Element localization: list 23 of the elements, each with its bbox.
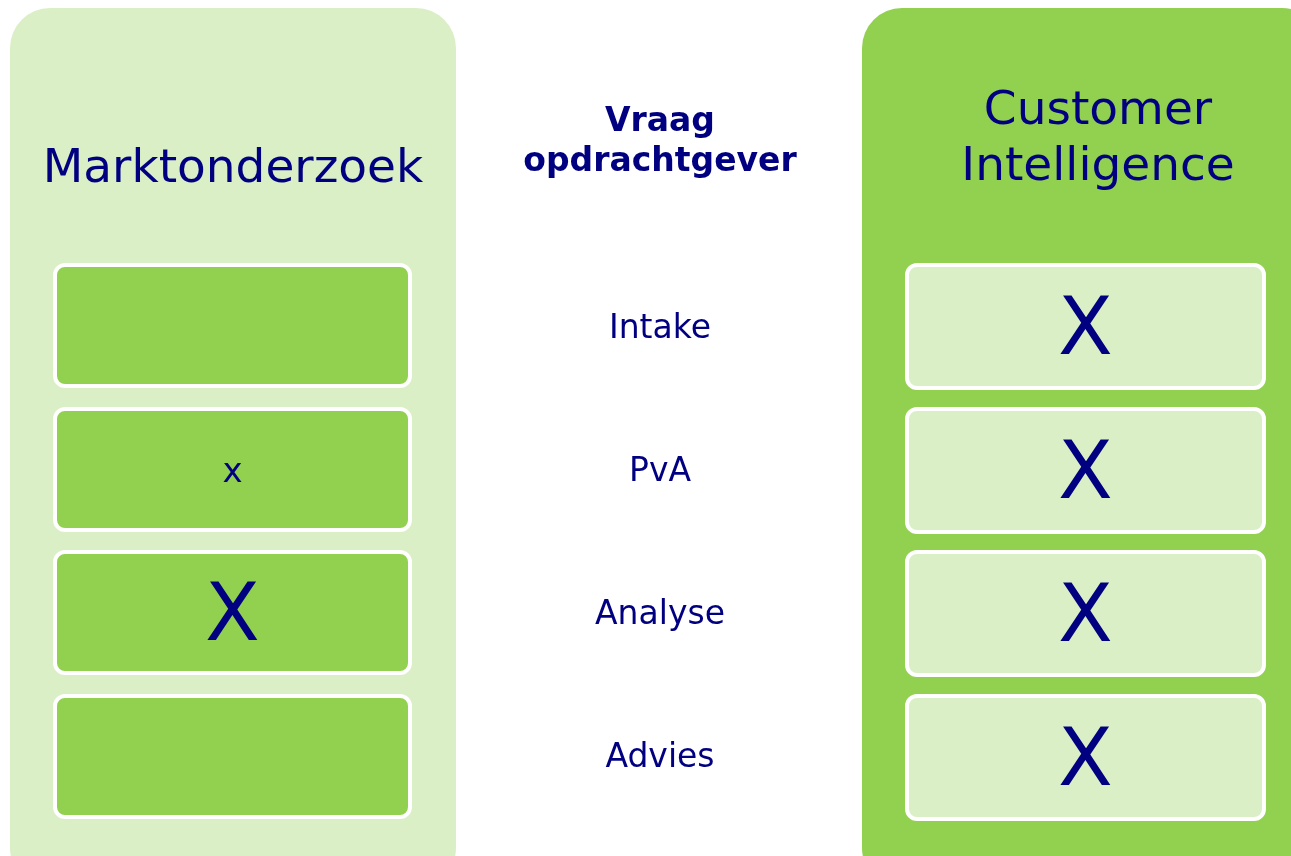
- row-label: PvA: [628, 450, 692, 490]
- empty-cell: [53, 263, 412, 388]
- row-label: Analyse: [594, 593, 726, 633]
- empty-cell: [53, 694, 412, 819]
- check-mark: X: [1058, 430, 1113, 511]
- check-mark: X: [1058, 286, 1113, 367]
- check-mark: X: [1058, 573, 1113, 654]
- rating-cell: [905, 263, 1266, 390]
- column-panel: [862, 8, 1291, 856]
- rating-cell: [905, 407, 1266, 534]
- column-panel: [10, 8, 456, 856]
- check-mark: X: [1058, 717, 1113, 798]
- column-heading: Vraag opdrachtgever: [522, 100, 798, 180]
- column-heading: Marktonderzoek: [42, 138, 424, 194]
- rating-cell: [905, 550, 1266, 677]
- column-heading: Customer Intelligence: [960, 80, 1236, 192]
- rating-cell: [53, 550, 412, 675]
- row-label: Intake: [607, 307, 712, 347]
- rating-cell: [53, 407, 412, 532]
- row-label: Advies: [604, 736, 716, 776]
- check-mark: x: [222, 452, 243, 487]
- rating-cell: [905, 694, 1266, 821]
- check-mark: X: [205, 572, 260, 653]
